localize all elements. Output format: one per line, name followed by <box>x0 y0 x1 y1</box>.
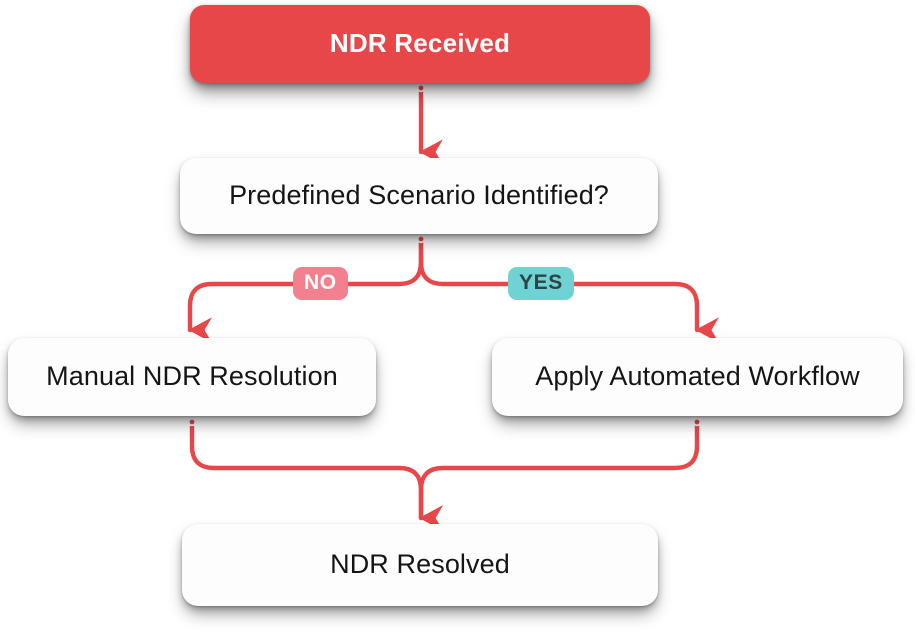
node-label-manual: Manual NDR Resolution <box>46 361 338 392</box>
node-label-end: NDR Resolved <box>330 549 510 580</box>
edge-automated-to-end <box>418 419 700 531</box>
edge-label-yes: YES <box>508 267 574 300</box>
node-ndr-received[interactable]: NDR Received <box>190 5 650 83</box>
edge-manual-to-end <box>189 419 443 531</box>
node-apply-automated-workflow[interactable]: Apply Automated Workflow <box>492 338 903 416</box>
node-ndr-resolved[interactable]: NDR Resolved <box>182 524 658 606</box>
node-label-start: NDR Received <box>329 28 511 59</box>
node-predefined-scenario-identified[interactable]: Predefined Scenario Identified? <box>180 158 658 234</box>
edge-label-no: NO <box>293 267 348 300</box>
node-manual-ndr-resolution[interactable]: Manual NDR Resolution <box>8 338 376 416</box>
node-label-automated: Apply Automated Workflow <box>535 361 860 392</box>
node-label-decision: Predefined Scenario Identified? <box>229 180 609 211</box>
